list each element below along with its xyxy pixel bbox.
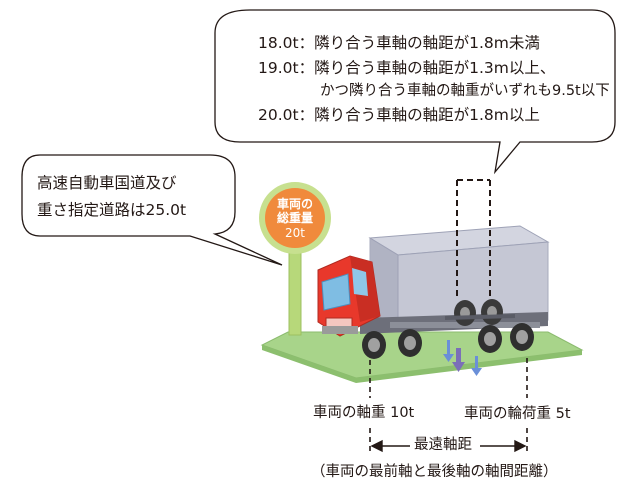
wheel-load-label: 車両の輪荷重 5t — [464, 406, 571, 422]
windshield — [321, 273, 351, 311]
sign-text-line1: 車両の — [276, 197, 313, 211]
rule-18t: 18.0t：隣り合う車軸の軸距が1.8m未満 — [258, 34, 540, 52]
cargo-box — [368, 225, 550, 333]
truck-cab — [317, 255, 381, 337]
max-wheelbase-note: （車両の最前軸と最後軸の軸間距離） — [311, 464, 558, 480]
highway-note-line2: 重さ指定道路は25.0t — [37, 201, 187, 219]
weight-sign — [259, 182, 331, 336]
sign-text-line2: 総重量 — [276, 211, 313, 225]
sign-disc — [265, 188, 325, 248]
wheelbase-arrow — [370, 439, 527, 453]
sign-pole — [288, 244, 302, 336]
rule-19t-continued: かつ隣り合う車軸の軸重がいずれも9.5t以下 — [320, 83, 610, 99]
sign-text-line3: 20t — [285, 226, 305, 240]
highway-note-bubble — [21, 154, 283, 266]
axle-pair-highlight — [456, 179, 491, 300]
wheelbase-guides — [369, 358, 528, 452]
rule-19t: 19.0t：隣り合う車軸の軸距が1.3m以上、 — [258, 59, 556, 77]
load-arrows — [443, 340, 482, 376]
max-wheelbase-label: 最遠軸距 — [414, 437, 472, 453]
weight-rules-bubble — [214, 9, 616, 175]
axle-load-label: 車両の軸重 10t — [313, 405, 415, 421]
rule-20t: 20.0t：隣り合う車軸の軸距が1.8m以上 — [258, 106, 540, 124]
highway-note-line1: 高速自動車国道及び — [37, 174, 177, 192]
